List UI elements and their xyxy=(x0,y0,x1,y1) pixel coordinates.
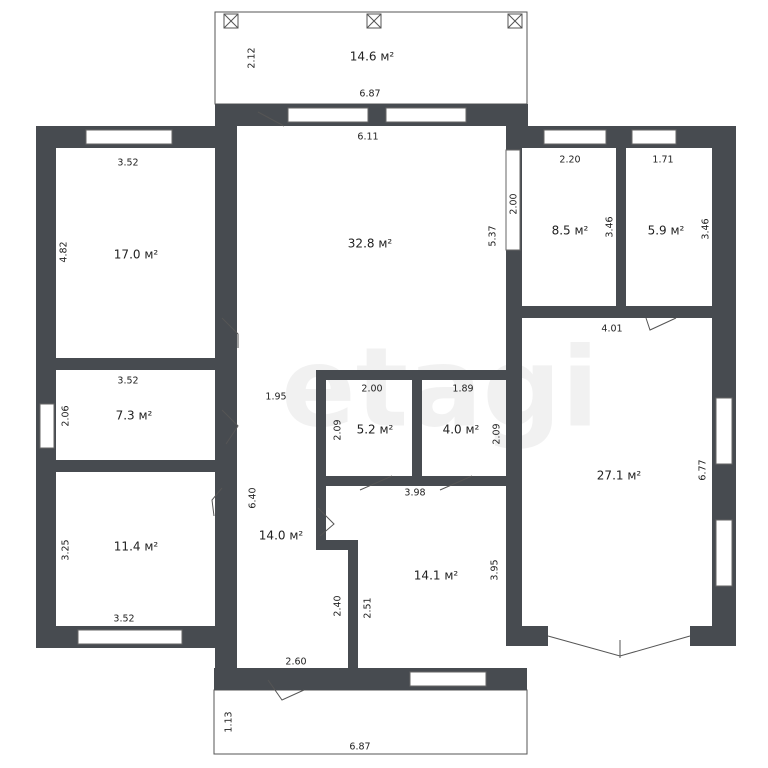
room-area-room-top-right-1: 8.5 м² xyxy=(552,224,589,238)
window xyxy=(715,397,733,465)
watermark: etagi xyxy=(281,323,599,451)
dim-tr2-width: 1.71 xyxy=(652,155,673,166)
dim-hall-width: 1.95 xyxy=(265,392,286,403)
door xyxy=(439,475,473,491)
dim-living-width: 6.11 xyxy=(357,132,378,143)
dim-right-large-height: 6.77 xyxy=(698,459,709,480)
room-labels: 14.6 м² 32.8 м² 17.0 м² 7.3 м² 11.4 м² 1… xyxy=(114,50,685,583)
window xyxy=(505,149,521,251)
dimension-labels: 2.12 6.87 6.11 5.37 2.00 3.52 4.82 3.52 … xyxy=(59,47,712,752)
dim-left-mid-height: 2.06 xyxy=(61,405,72,426)
dim-left-top-height: 4.82 xyxy=(59,241,70,262)
window xyxy=(77,629,183,645)
room-area-room-left-mid: 7.3 м² xyxy=(116,409,153,423)
window xyxy=(543,129,607,145)
column-marker xyxy=(223,13,523,29)
dim-tr1-width: 2.20 xyxy=(559,155,580,166)
dim-living-side: 2.00 xyxy=(509,193,520,214)
dim-balcony-depth: 2.12 xyxy=(247,47,258,68)
window xyxy=(287,107,369,123)
room-area-bath-b: 4.0 м² xyxy=(443,423,480,437)
dim-tr1-height: 3.46 xyxy=(605,216,616,237)
door xyxy=(267,679,305,701)
door xyxy=(257,111,285,127)
room-area-bath-a: 5.2 м² xyxy=(357,423,394,437)
window xyxy=(409,671,487,687)
door xyxy=(211,487,223,517)
dim-kitchen-side: 2.51 xyxy=(363,597,374,618)
dim-right-large-width: 4.01 xyxy=(601,324,622,335)
dim-bath-a-height: 2.09 xyxy=(333,419,344,440)
dim-left-bottom-width: 3.52 xyxy=(113,614,134,625)
dim-bath-a-width: 2.00 xyxy=(361,384,382,395)
room-area-bedroom-left-bottom: 11.4 м² xyxy=(114,540,159,554)
dim-left-bottom-height: 3.25 xyxy=(61,539,72,560)
window xyxy=(39,403,55,449)
window xyxy=(631,129,677,145)
room-area-room-right-large: 27.1 м² xyxy=(597,469,642,483)
dim-tr2-height: 3.46 xyxy=(701,218,712,239)
windows xyxy=(39,107,733,687)
dim-kitchen-width: 3.98 xyxy=(404,488,425,499)
dim-bath-b-width: 1.89 xyxy=(452,384,473,395)
door xyxy=(221,317,239,348)
dim-bath-b-height: 2.09 xyxy=(492,423,503,444)
dim-balcony-width: 6.87 xyxy=(359,89,380,100)
door xyxy=(645,317,677,331)
dim-entry-width: 2.60 xyxy=(285,657,306,668)
dim-living-height: 5.37 xyxy=(488,225,499,246)
dim-porch-depth: 1.13 xyxy=(224,711,235,732)
room-area-hall: 14.0 м² xyxy=(259,529,304,543)
dim-porch-width: 6.87 xyxy=(349,742,370,753)
dim-hall-height: 6.40 xyxy=(248,487,259,508)
door xyxy=(317,507,335,537)
dim-left-top-width: 3.52 xyxy=(117,158,138,169)
bay-window xyxy=(547,635,691,657)
window xyxy=(85,129,173,145)
window xyxy=(715,519,733,587)
doors xyxy=(211,111,691,701)
room-area-balcony-top: 14.6 м² xyxy=(350,50,395,64)
door xyxy=(221,409,239,445)
room-area-bedroom-left-top: 17.0 м² xyxy=(114,248,159,262)
room-area-room-top-right-2: 5.9 м² xyxy=(648,224,685,238)
dim-kitchen-height: 3.95 xyxy=(490,559,501,580)
door xyxy=(359,475,393,491)
dim-left-mid-width: 3.52 xyxy=(117,376,138,387)
dim-hall-lower: 2.40 xyxy=(333,595,344,616)
room-area-kitchen: 14.1 м² xyxy=(414,569,459,583)
window xyxy=(385,107,467,123)
room-area-living: 32.8 м² xyxy=(348,237,393,251)
